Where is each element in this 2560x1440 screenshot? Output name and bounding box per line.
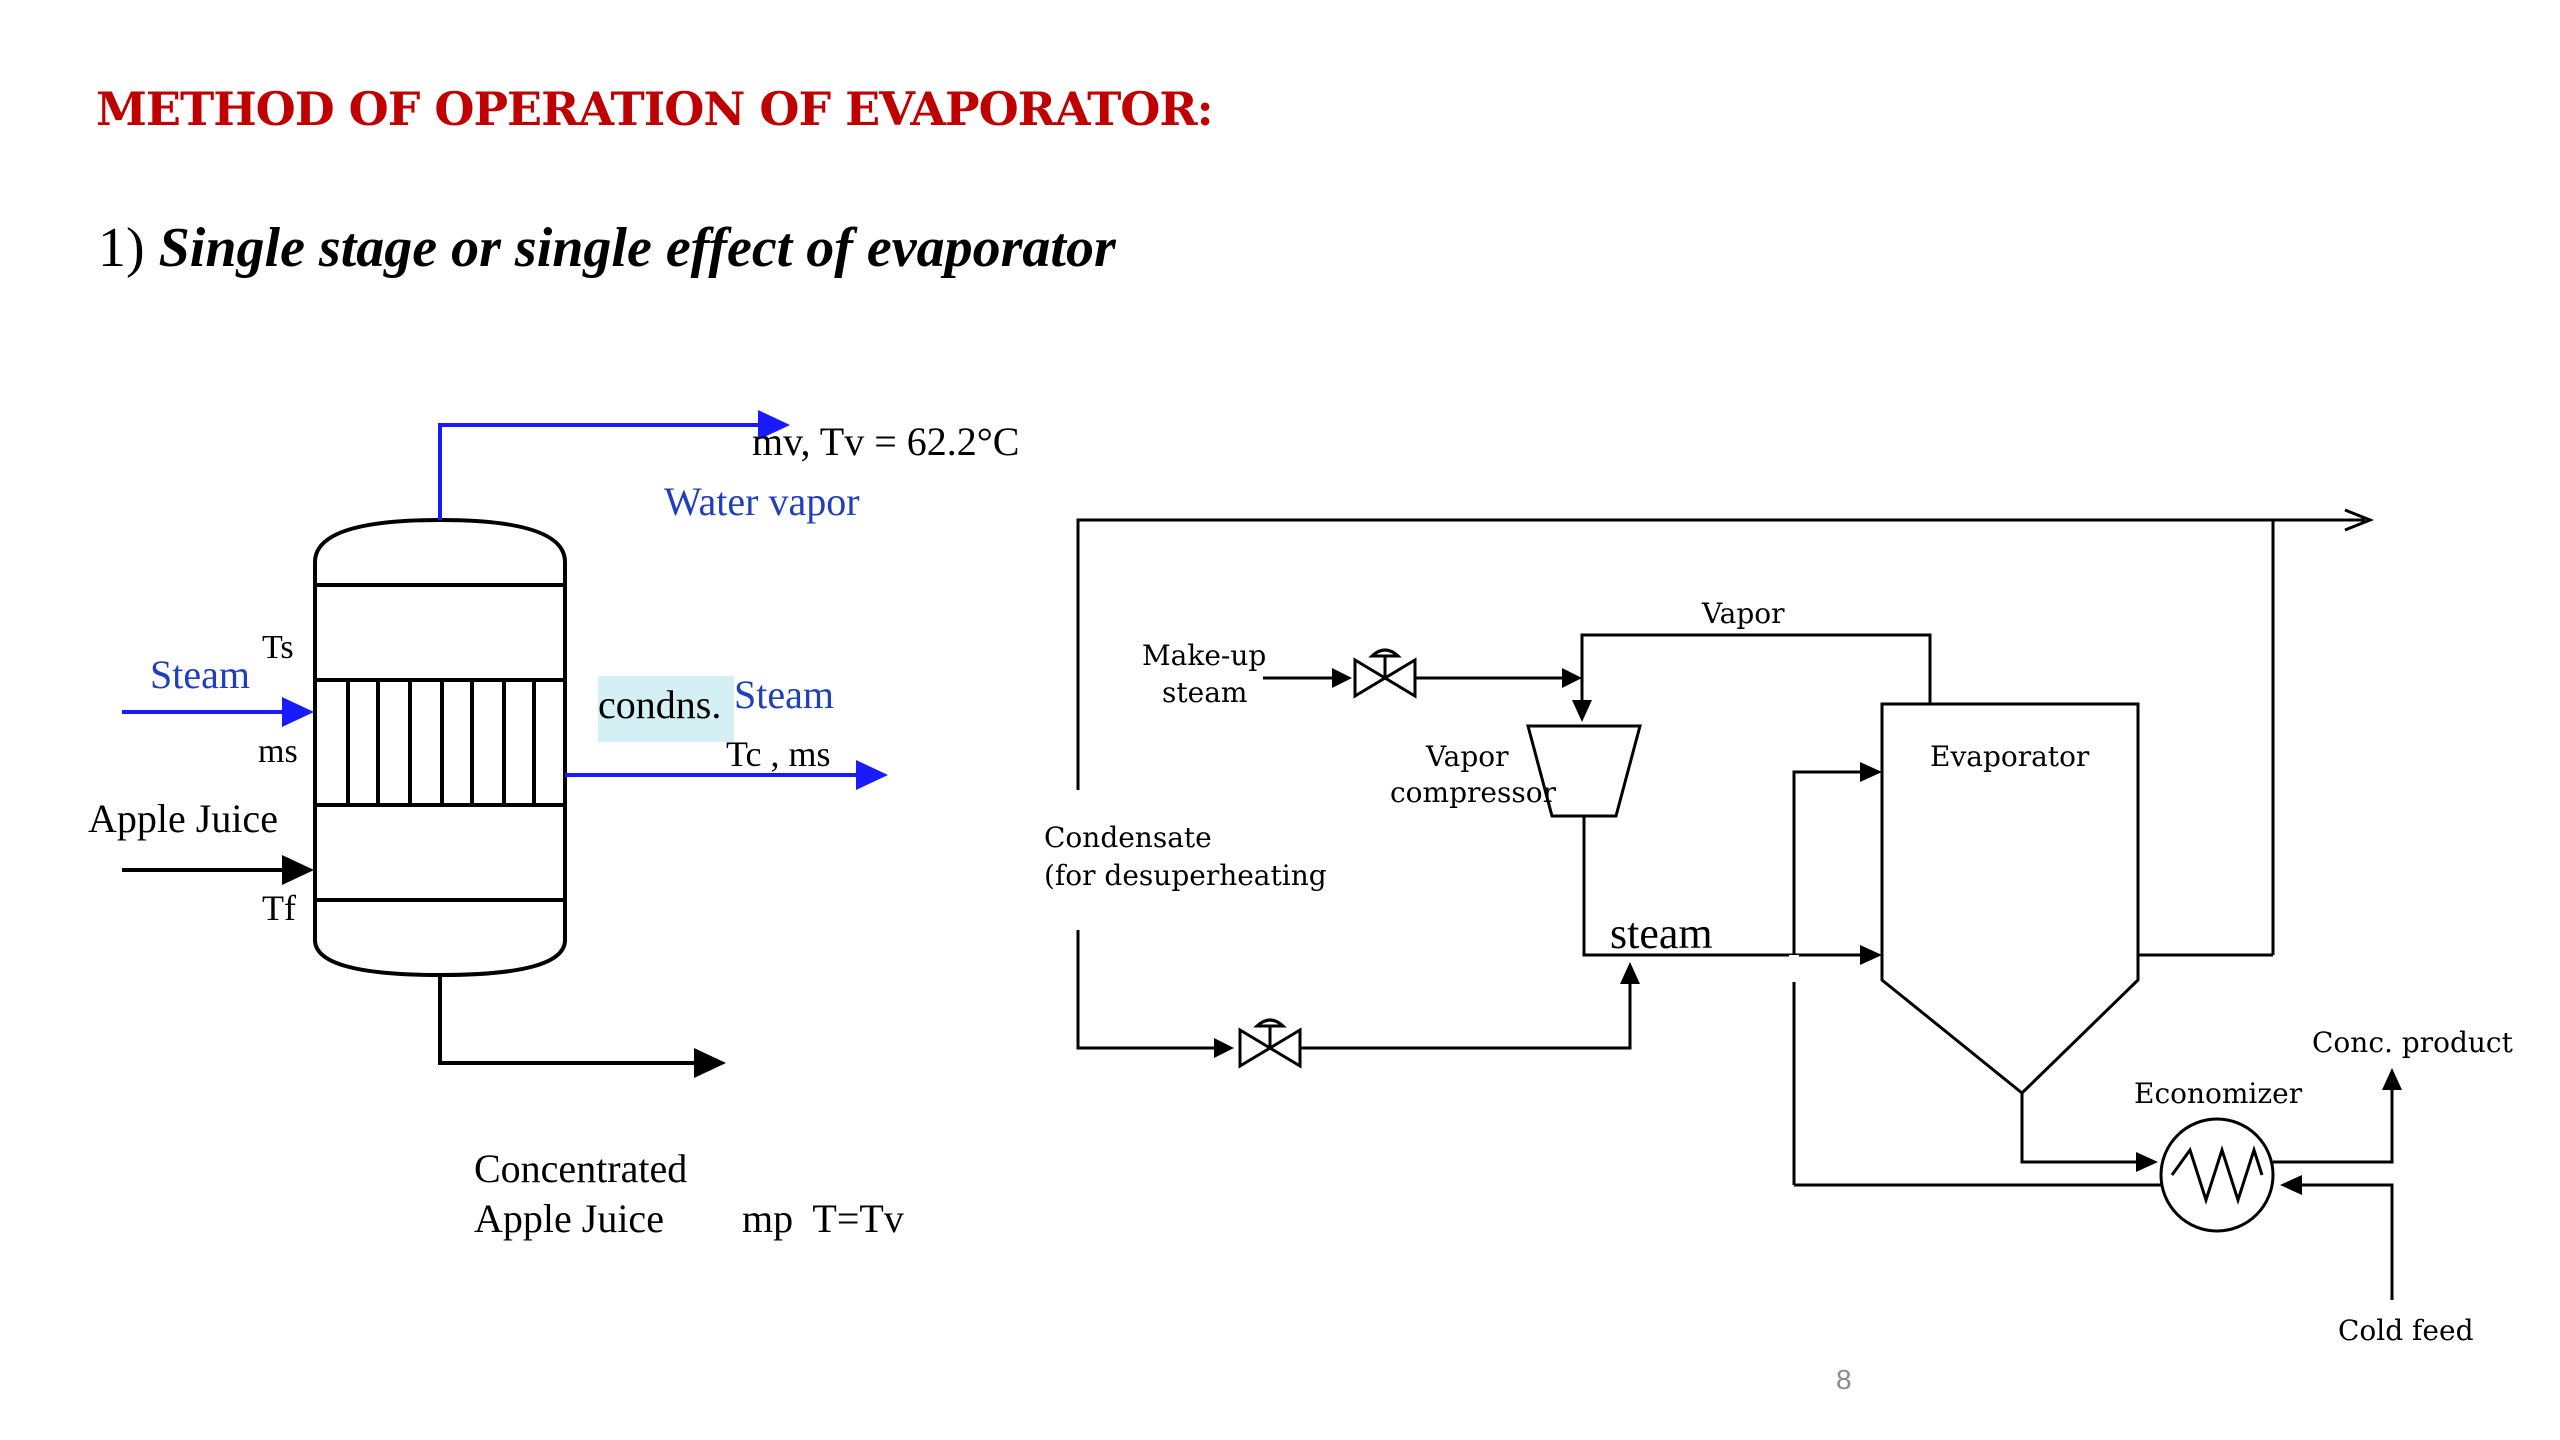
vapor-outlet-line <box>438 423 758 520</box>
slide-heading: Method of operation of evaporator: <box>96 82 1214 136</box>
conc-product-line <box>2273 1084 2394 1164</box>
conc-product-label: Conc. product <box>2312 1026 2514 1059</box>
steam-inlet-arrowhead <box>282 697 314 727</box>
condns-highlight <box>598 676 734 742</box>
product-outlet-arrowhead <box>694 1048 726 1078</box>
cold-feed-label: Cold feed <box>2338 1314 2474 1347</box>
subheading-number: 1) <box>98 217 159 279</box>
condensate-line <box>1076 930 1222 1050</box>
condensate-label-line2: (for desuperheating <box>1044 859 1327 892</box>
makeup-steam-label-line2: steam <box>1162 676 1247 709</box>
cold-feed-line <box>2296 1183 2394 1300</box>
right-vapor-recompression-diagram <box>1076 508 2402 1300</box>
condns-label: condns. <box>598 682 721 727</box>
vapor-compressor-label-line2: compressor <box>1390 776 1557 809</box>
makeup-steam-valve <box>1353 648 1417 699</box>
condensate-outlet-arrowhead <box>856 760 888 790</box>
heat-exchanger-tubes <box>346 680 536 805</box>
product-label-line2: Apple Juice <box>474 1196 664 1241</box>
vapor-label: Vapor <box>1701 597 1785 630</box>
feed-inlet-arrowhead <box>282 855 314 885</box>
vapor-out-label: mv, Tv = 62.2°C <box>752 419 1019 464</box>
condensate-valve <box>1238 1018 1302 1069</box>
ts-label: Ts <box>262 629 294 666</box>
makeup-steam-label-line1: Make-up <box>1142 639 1266 672</box>
top-vapor-arrowhead <box>2344 508 2375 532</box>
product-to-economizer-line <box>2020 1093 2142 1164</box>
ms-label: ms <box>258 733 298 770</box>
vapor-compressor-label-line1: Vapor <box>1425 740 1509 773</box>
condensate-out-label: Tc , ms <box>726 734 830 774</box>
top-vapor-line <box>1076 518 2365 790</box>
condensate-steam-label: Steam <box>734 672 834 717</box>
economizer-exchanger <box>2159 1117 2275 1233</box>
vapor-outlet-arrowhead <box>758 410 790 440</box>
vapor-compressor <box>1526 724 1642 818</box>
economizer-label: Economizer <box>2134 1077 2303 1110</box>
slide-subheading: 1) Single stage or single effect of evap… <box>98 216 1116 280</box>
water-vapor-label: Water vapor <box>664 479 860 524</box>
product-vars-label: mp T=Tv <box>742 1196 904 1241</box>
condensate-label-line1: Condensate <box>1044 821 1212 854</box>
subheading-text: Single stage or single effect of evapora… <box>158 217 1116 279</box>
left-evaporator-diagram: mv, Tv = 62.2°C Water vapor Steam Ts ms … <box>88 410 1019 1241</box>
page-number: 8 <box>1836 1364 1852 1395</box>
evaporator-label: Evaporator <box>1930 740 2090 773</box>
tf-label: Tf <box>262 888 296 928</box>
product-label-line1: Concentrated <box>474 1146 687 1191</box>
feed-recirculation-line <box>1792 770 1866 1185</box>
steam-label: Steam <box>150 652 250 697</box>
steam-label-right: steam <box>1610 909 1713 958</box>
apple-juice-label: Apple Juice <box>88 796 278 841</box>
product-outlet-line <box>438 975 696 1065</box>
compressor-steam-line <box>1582 816 1866 957</box>
evaporator-vessel-right <box>1880 702 2140 1096</box>
vapor-line <box>1580 633 1932 704</box>
